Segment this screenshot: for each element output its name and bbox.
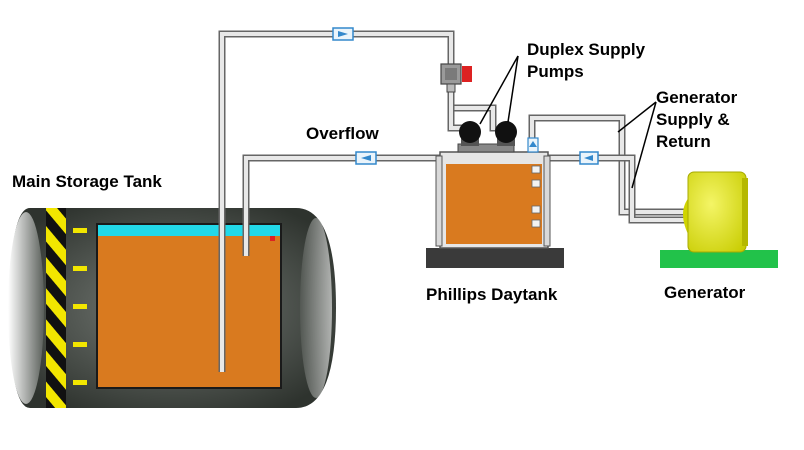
- main-storage-tank: [8, 206, 336, 408]
- arrow-icon: [332, 27, 354, 41]
- hazard-stripe: [46, 208, 66, 408]
- daytank-base: [426, 248, 564, 268]
- valve-icon: [440, 63, 472, 93]
- overflow-label: Overflow: [306, 124, 379, 143]
- generator: [660, 171, 778, 268]
- tank-right-cap: [300, 218, 332, 398]
- duplex-supply-pumps: [457, 121, 517, 153]
- arrow-icon: [529, 141, 537, 147]
- daytank-label: Phillips Daytank: [426, 285, 558, 304]
- generator-supply-label-line1: Generator: [656, 88, 738, 107]
- duplex-pumps-label-line1: Duplex Supply: [527, 40, 646, 59]
- generator-label: Generator: [664, 283, 746, 302]
- arrow-icon: [355, 151, 377, 165]
- main-tank-fuel-surface: [98, 225, 280, 236]
- generator-pad: [660, 250, 778, 268]
- phillips-daytank: [426, 137, 564, 268]
- pump-icon: [459, 121, 481, 146]
- callout-lines: [479, 55, 657, 189]
- level-markers: [73, 228, 87, 385]
- duplex-pumps-label-line2: Pumps: [527, 62, 584, 81]
- main-storage-tank-label: Main Storage Tank: [12, 172, 162, 191]
- tank-left-cap: [8, 212, 44, 404]
- arrow-icon: [579, 151, 599, 165]
- generator-supply-label-line3: Return: [656, 132, 711, 151]
- generator-supply-label-line2: Supply &: [656, 110, 730, 129]
- pump-icon: [495, 121, 517, 146]
- generator-supply-pipe: [528, 114, 694, 216]
- flow-arrows: [332, 27, 599, 165]
- daytank-fuel: [446, 164, 542, 244]
- main-tank-fuel: [98, 236, 280, 387]
